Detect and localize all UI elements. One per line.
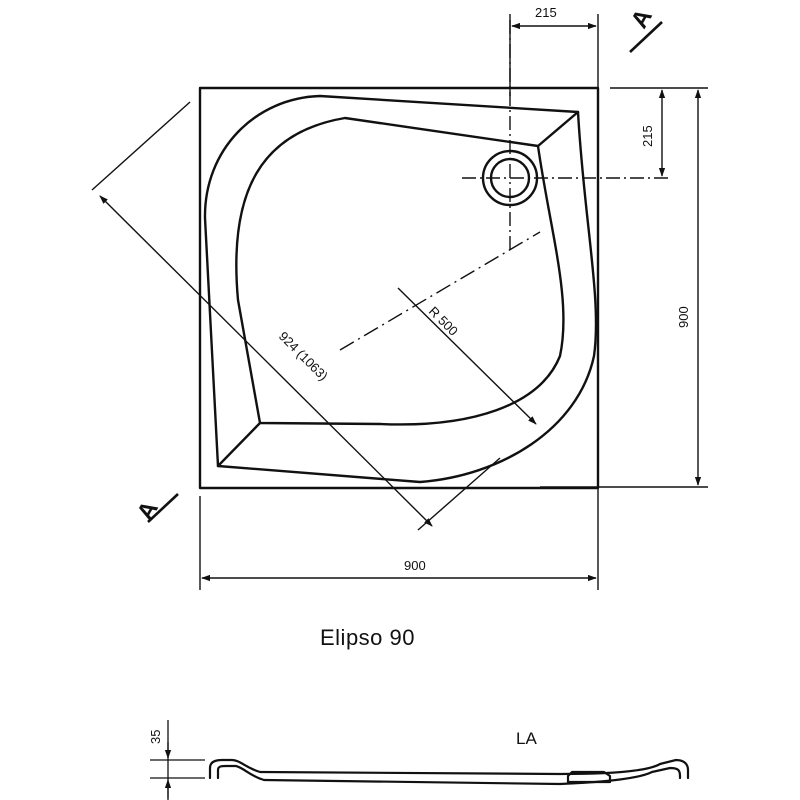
profile-drain <box>566 770 612 784</box>
dim-label-215-right: 215 <box>640 125 655 147</box>
dim-line-diagonal <box>99 195 433 527</box>
dim-extension-diag-top <box>91 101 191 191</box>
tray-rim-inner <box>235 116 565 426</box>
tray-rim-outer <box>203 94 598 484</box>
section-cut-top <box>629 21 663 53</box>
profile-label: LA <box>516 729 537 748</box>
dim-label-depth: 35 <box>148 730 163 744</box>
dim-label-900-right: 900 <box>676 306 691 328</box>
center-axis-diagonal <box>339 231 541 351</box>
dim-extension-diag-bottom <box>417 457 501 531</box>
model-title: Elipso 90 <box>320 625 415 650</box>
section-label-bottom: A <box>132 496 164 525</box>
bevel-top-right <box>536 110 580 148</box>
dim-line-radius <box>397 287 537 425</box>
bevel-bottom-left <box>216 421 262 468</box>
profile-outer <box>208 758 690 780</box>
dim-label-900-bottom: 900 <box>404 558 426 573</box>
profile-inner <box>216 764 682 786</box>
dim-label-215-top: 215 <box>535 5 557 20</box>
dim-label-diagonal: 924 (1063) <box>276 329 331 384</box>
